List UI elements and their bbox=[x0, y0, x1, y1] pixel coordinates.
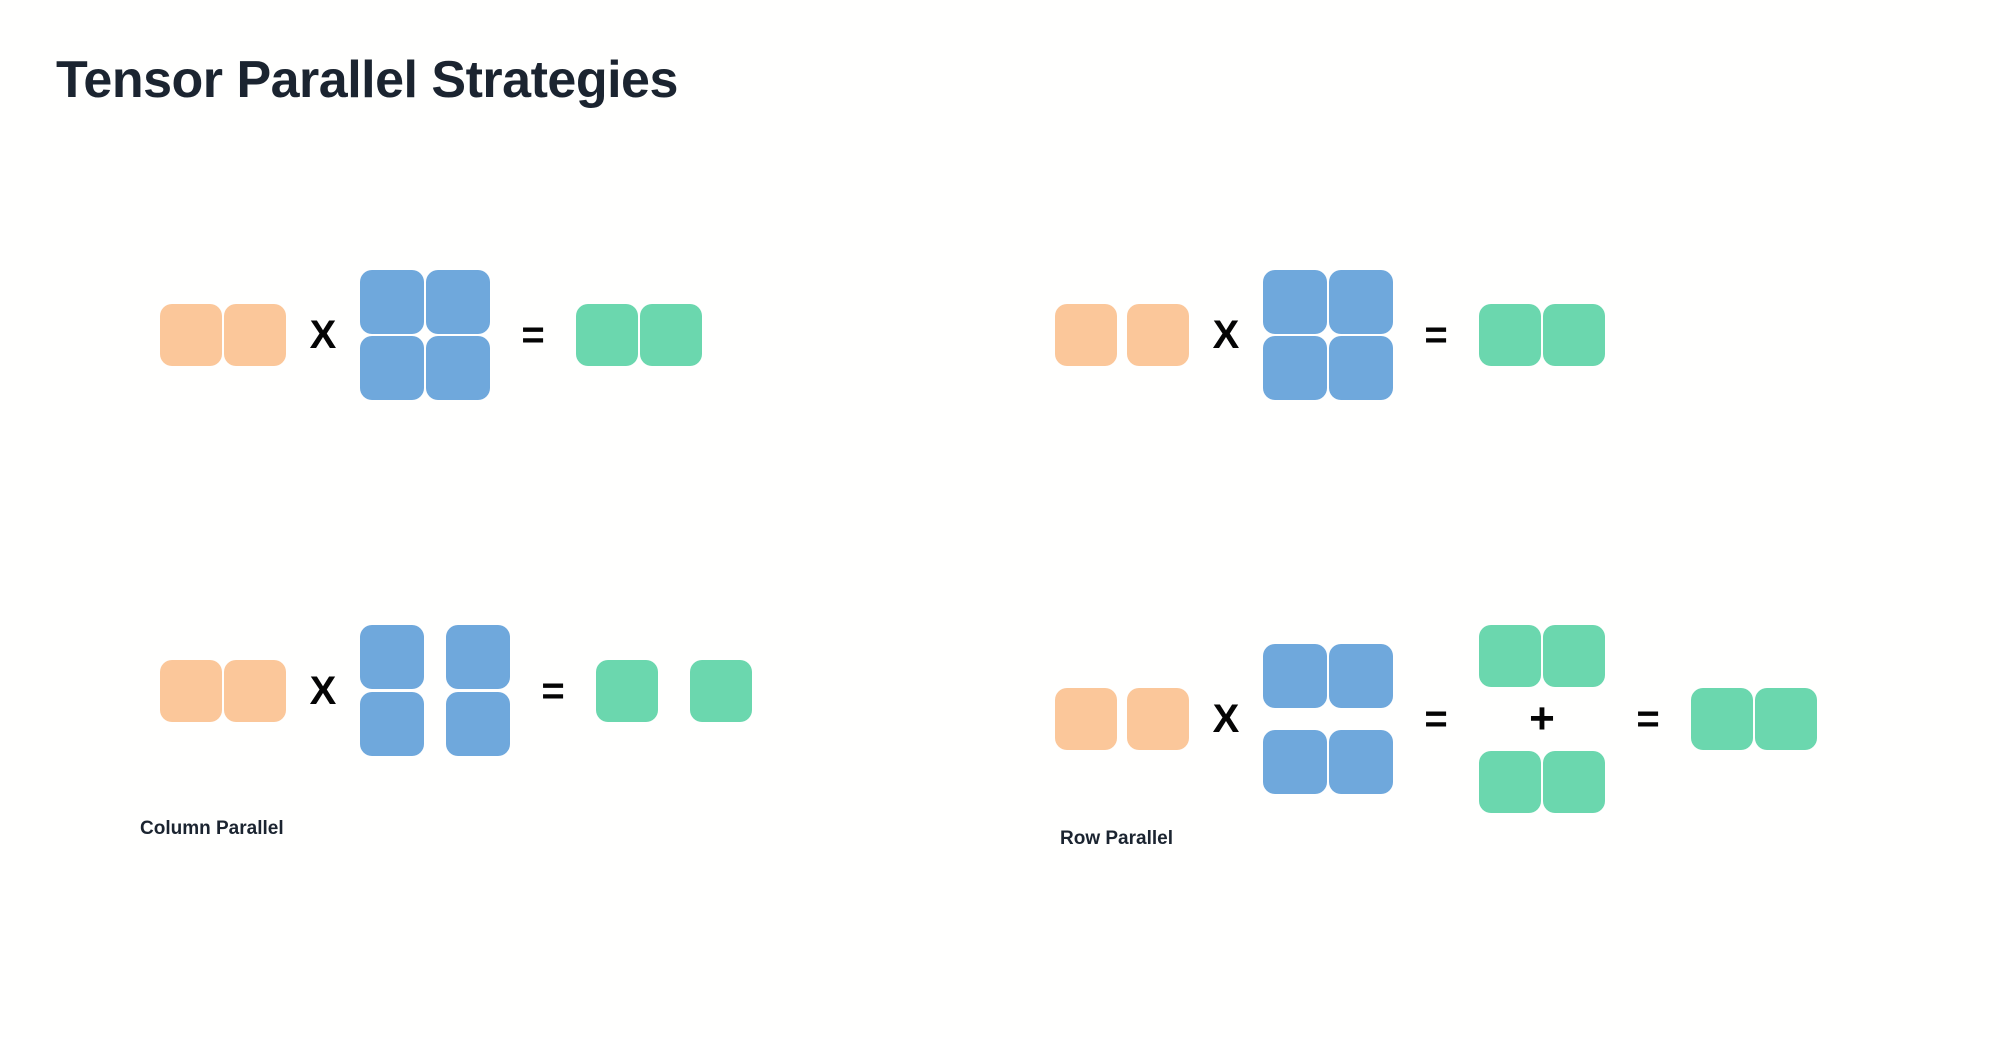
equation: X = bbox=[160, 625, 752, 756]
matrix-cell-blue bbox=[1263, 644, 1327, 708]
matrix-cell-green bbox=[1543, 304, 1605, 366]
matrix-row bbox=[576, 304, 702, 366]
matrix-cell-blue bbox=[360, 336, 424, 400]
multiply-operator: X bbox=[309, 668, 337, 713]
matrix-cell-blue bbox=[1263, 270, 1327, 334]
equals-operator: = bbox=[1424, 697, 1448, 741]
caption-column-parallel: Column Parallel bbox=[140, 818, 284, 839]
input-matrix-orange bbox=[160, 304, 286, 366]
matrix-cell-blue bbox=[360, 625, 424, 689]
matrix-row bbox=[596, 659, 752, 722]
plus-operator: + bbox=[1529, 694, 1555, 743]
matrix-row bbox=[1691, 688, 1817, 750]
multiply-operator: X bbox=[1212, 313, 1240, 357]
input-matrix-orange bbox=[1055, 304, 1189, 366]
matrix-row bbox=[160, 659, 286, 722]
matrix-row bbox=[360, 625, 510, 689]
matrix-row bbox=[1055, 688, 1189, 750]
matrix-cell-green bbox=[1691, 688, 1753, 750]
matrix-row bbox=[1263, 270, 1393, 334]
matrix-row bbox=[360, 270, 490, 334]
diagram-column-parallel-unsharded: X = bbox=[160, 270, 702, 400]
page-title: Tensor Parallel Strategies bbox=[56, 51, 678, 109]
matrix-cell-orange bbox=[1055, 688, 1117, 750]
matrix-cell-orange bbox=[1055, 304, 1117, 366]
weight-matrix-blue-column-sharded bbox=[360, 625, 510, 756]
output-matrix-green-reduced bbox=[1691, 688, 1817, 750]
multiply-operator: X bbox=[309, 313, 337, 357]
output-matrix-green bbox=[576, 304, 702, 366]
matrix-row bbox=[1479, 625, 1605, 687]
equals-operator: = bbox=[521, 313, 545, 357]
matrix-cell-orange bbox=[224, 304, 286, 366]
equation: X = + bbox=[1055, 625, 1817, 813]
matrix-row bbox=[1055, 304, 1189, 366]
matrix-cell-blue bbox=[360, 270, 424, 334]
matrix-cell-blue bbox=[426, 336, 490, 400]
partial-sum-matrix-green bbox=[1479, 751, 1605, 813]
caption-row-parallel: Row Parallel bbox=[1060, 828, 1173, 849]
matrix-cell-green bbox=[640, 304, 702, 366]
matrix-row bbox=[160, 304, 286, 366]
diagram-row-parallel-unsharded: X = bbox=[1055, 270, 1605, 400]
matrix-cell-blue bbox=[1329, 270, 1393, 334]
multiply-operator: X bbox=[1212, 697, 1240, 741]
equation: X = bbox=[160, 270, 702, 400]
matrix-cell-green bbox=[1543, 751, 1605, 813]
matrix-row bbox=[360, 336, 490, 400]
input-matrix-orange bbox=[1055, 688, 1189, 750]
matrix-cell-green bbox=[596, 659, 658, 722]
matrix-row bbox=[1263, 644, 1393, 708]
matrix-cell-blue bbox=[446, 692, 510, 756]
matrix-cell-green bbox=[1479, 751, 1541, 813]
weight-matrix-blue bbox=[1263, 270, 1393, 400]
matrix-row bbox=[1263, 730, 1393, 794]
matrix-cell-orange bbox=[160, 659, 222, 722]
matrix-cell-orange bbox=[224, 659, 286, 722]
partial-sums-group: + bbox=[1479, 625, 1605, 813]
matrix-cell-green bbox=[576, 304, 638, 366]
matrix-cell-blue bbox=[1329, 336, 1393, 400]
output-matrix-green-column-sharded bbox=[596, 659, 752, 722]
diagram-column-parallel-sharded: X = bbox=[160, 625, 752, 756]
matrix-cell-blue bbox=[426, 270, 490, 334]
matrix-cell-green bbox=[1543, 625, 1605, 687]
matrix-cell-green bbox=[690, 659, 752, 722]
partial-sum-matrix-green bbox=[1479, 625, 1605, 687]
equals-operator: = bbox=[541, 668, 565, 713]
matrix-cell-blue bbox=[360, 692, 424, 756]
equals-operator-final: = bbox=[1636, 697, 1660, 741]
matrix-cell-orange bbox=[1127, 304, 1189, 366]
equals-operator: = bbox=[1424, 313, 1448, 357]
diagram-row-parallel-sharded: X = + bbox=[1055, 625, 1817, 813]
matrix-cell-green bbox=[1755, 688, 1817, 750]
matrix-cell-orange bbox=[1127, 688, 1189, 750]
equation: X = bbox=[1055, 270, 1605, 400]
matrix-row bbox=[1263, 336, 1393, 400]
matrix-cell-orange bbox=[160, 304, 222, 366]
matrix-row bbox=[360, 692, 510, 756]
matrix-cell-blue bbox=[1329, 730, 1393, 794]
input-matrix-orange bbox=[160, 659, 286, 722]
matrix-cell-blue bbox=[1329, 644, 1393, 708]
matrix-cell-green bbox=[1479, 625, 1541, 687]
matrix-row bbox=[1479, 304, 1605, 366]
weight-matrix-blue-row-sharded bbox=[1263, 644, 1393, 794]
matrix-cell-blue bbox=[1263, 336, 1327, 400]
weight-matrix-blue bbox=[360, 270, 490, 400]
matrix-row bbox=[1479, 751, 1605, 813]
matrix-cell-blue bbox=[1263, 730, 1327, 794]
matrix-cell-green bbox=[1479, 304, 1541, 366]
output-matrix-green bbox=[1479, 304, 1605, 366]
matrix-cell-blue bbox=[446, 625, 510, 689]
